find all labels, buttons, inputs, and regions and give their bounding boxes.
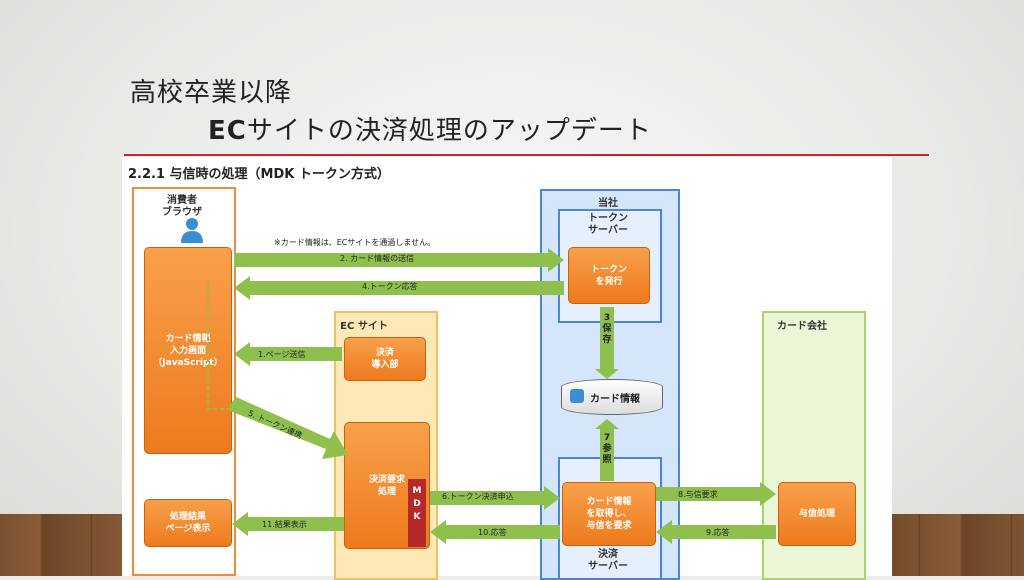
ec-site-label: EC サイト xyxy=(340,321,388,332)
label-step9: 9.応答 xyxy=(706,528,730,537)
label-step10: 10.応答 xyxy=(478,528,507,537)
card-company-label: カード会社 xyxy=(777,321,827,332)
slide-title-line2: ECサイトの決済処理のアップデート xyxy=(208,110,652,147)
user-icon xyxy=(181,218,203,243)
card-info-db-label: カード情報 xyxy=(590,394,640,405)
arrow-step10 xyxy=(430,520,560,544)
issue-token-box: トークン を発行 xyxy=(568,247,650,304)
lock-icon xyxy=(570,389,584,403)
arrow-step6 xyxy=(430,486,560,510)
arrow-step8 xyxy=(656,482,776,506)
our-company-label: 当社 xyxy=(598,198,618,209)
title-rest: サイトの決済処理のアップデート xyxy=(246,116,652,146)
result-page-box: 処理結果 ページ表示 xyxy=(144,499,232,547)
title-rule xyxy=(124,154,929,156)
token-server-label: トークン サーバー xyxy=(588,213,628,236)
label-step2: 2. カード情報の送信 xyxy=(340,254,415,263)
diagram-heading: 2.2.1 与信時の処理（MDK トークン方式） xyxy=(128,167,390,182)
label-step4: 4.トークン応答 xyxy=(362,282,418,291)
card-info-db: カード情報 xyxy=(561,379,663,415)
credit-process-box: 与信処理 xyxy=(778,482,856,546)
payment-server-label: 決済 サーバー xyxy=(588,549,628,572)
arrow-step7 xyxy=(600,429,614,481)
label-step7: 7 参 照 xyxy=(602,433,612,465)
diagram-panel: 2.2.1 与信時の処理（MDK トークン方式） 消費者 ブラウザ EC サイト… xyxy=(122,157,892,580)
title-ec: EC xyxy=(208,116,247,146)
arrow-step11 xyxy=(232,512,344,536)
card-input-box: カード情報 入力画面 （JavaScript） xyxy=(144,247,232,454)
payment-intro-box: 決済 導入部 xyxy=(344,337,426,381)
mdk-module: M D K xyxy=(408,479,426,547)
arrow-step4 xyxy=(234,276,564,300)
slide-title-line1: 高校卒業以降 xyxy=(130,78,293,108)
arrow-step1 xyxy=(234,342,342,366)
label-step11: 11.結果表示 xyxy=(262,520,307,529)
label-step8: 8.与信要求 xyxy=(678,490,718,499)
arrow-step7-head xyxy=(595,419,619,429)
arrow-step5 xyxy=(230,397,348,459)
label-step6: 6.トークン決済申込 xyxy=(442,492,514,501)
consumer-label: 消費者 ブラウザ xyxy=(162,195,202,218)
arrow-step3-head xyxy=(595,369,619,379)
get-card-box: カード情報 を取得し、 与信を要求 xyxy=(562,482,656,546)
label-step3: 3 保 存 xyxy=(602,313,612,345)
note-not-via-ec: ※カード情報は、ECサイトを通過しません。 xyxy=(274,238,436,247)
arrow-step3 xyxy=(600,307,614,371)
arrow-step2 xyxy=(234,248,564,272)
dashed-connector xyxy=(207,281,232,410)
arrow-step9 xyxy=(656,520,776,544)
label-step1: 1.ページ送信 xyxy=(258,350,306,359)
